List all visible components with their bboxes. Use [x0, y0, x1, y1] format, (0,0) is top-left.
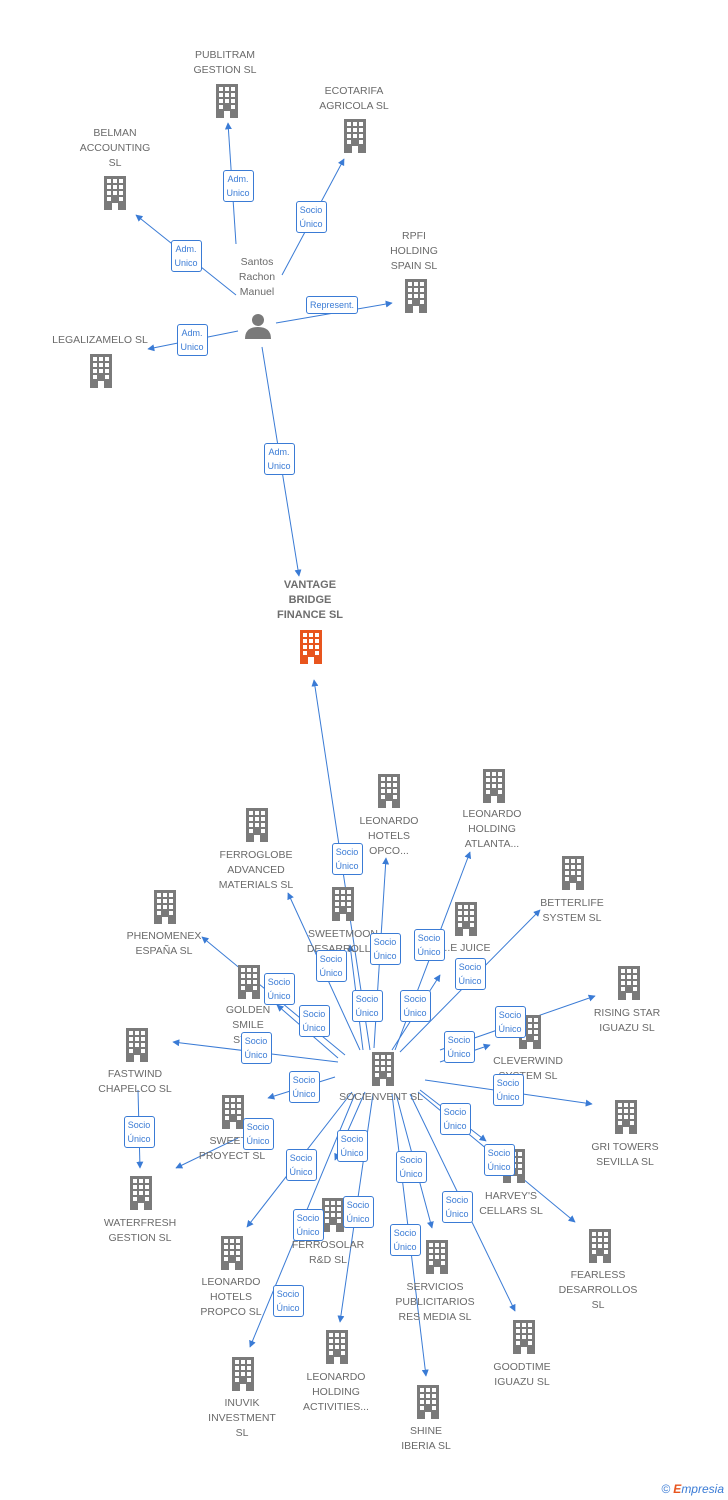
- brand-initial: E: [673, 1482, 682, 1496]
- company-name-ecotarifa[interactable]: ECOTARIFA AGRICOLA SL: [319, 85, 389, 112]
- company-icon-leonardo_propco[interactable]: [221, 1236, 243, 1270]
- company-name-leonardo_atlanta[interactable]: LEONARDO HOLDING ATLANTA...: [462, 808, 522, 850]
- company-name-servicios[interactable]: SERVICIOS PUBLICITARIOS RES MEDIA SL: [395, 1281, 475, 1323]
- company-name-leonardo_opco[interactable]: LEONARDO HOTELS OPCO...: [359, 815, 419, 857]
- company-name-fastwind[interactable]: FASTWIND CHAPELCO SL: [98, 1068, 172, 1095]
- focus-company-icon[interactable]: [300, 630, 322, 664]
- company-name-inuvik[interactable]: INUVIK INVESTMENT SL: [208, 1397, 276, 1439]
- company-name-ferrosolar[interactable]: FERROSOLAR R&D SL: [291, 1239, 365, 1266]
- relation-label: Adm. Unico: [263, 443, 295, 475]
- company-icon-leonardo_opco[interactable]: [378, 774, 400, 808]
- company-name-sweet_proyect[interactable]: SWEET... PROYECT SL: [198, 1135, 266, 1162]
- hub-company-icon[interactable]: [372, 1052, 394, 1086]
- company-icon-servicios[interactable]: [426, 1240, 448, 1274]
- copyright-symbol: ©: [661, 1482, 671, 1496]
- company-name-shine[interactable]: SHINE IBERIA SL: [401, 1425, 451, 1452]
- relation-label: Socio Único: [336, 1130, 368, 1162]
- relation-label: Socio Único: [331, 843, 363, 875]
- company-name-goodtime[interactable]: GOODTIME IGUAZU SL: [493, 1361, 551, 1388]
- company-icon-ferrosolar[interactable]: [322, 1198, 344, 1232]
- company-name-betterlife[interactable]: BETTERLIFE SYSTEM SL: [540, 897, 604, 924]
- company-icon-legalizamelo[interactable]: [90, 354, 112, 388]
- company-name-publitram[interactable]: PUBLITRAM GESTION SL: [193, 49, 257, 76]
- company-name-harveys[interactable]: HARVEY'S CELLARS SL: [479, 1190, 543, 1217]
- relation-label: Socio Único: [285, 1149, 317, 1181]
- company-name-gri[interactable]: GRI TOWERS SEVILLA SL: [591, 1141, 659, 1168]
- relation-label: Adm. Unico: [176, 324, 208, 356]
- company-icon-publitram[interactable]: [216, 84, 238, 118]
- relation-label: Socio Único: [292, 1209, 324, 1241]
- relation-label: Socio Único: [399, 990, 431, 1022]
- company-name-legalizamelo[interactable]: LEGALIZAMELO SL: [52, 334, 148, 346]
- relation-label: Socio Único: [413, 929, 445, 961]
- relation-label: Socio Único: [389, 1224, 421, 1256]
- company-name-ferroglobe[interactable]: FERROGLOBE ADVANCED MATERIALS SL: [218, 849, 294, 891]
- company-name-leonardo_propco[interactable]: LEONARDO HOTELS PROPCO SL: [200, 1276, 262, 1318]
- focus-company-name[interactable]: VANTAGE BRIDGE FINANCE SL: [277, 579, 343, 621]
- person-icon[interactable]: [245, 314, 271, 339]
- relation-label: Socio Único: [369, 933, 401, 965]
- company-icon-leonardo_atlanta[interactable]: [483, 769, 505, 803]
- hub-company-name[interactable]: SOCIENVENT SL: [339, 1091, 423, 1103]
- company-icon-juice[interactable]: [455, 902, 477, 936]
- company-name-waterfresh[interactable]: WATERFRESH GESTION SL: [103, 1217, 177, 1244]
- company-icon-rpfi[interactable]: [405, 279, 427, 313]
- relation-label: Socio Único: [298, 1005, 330, 1037]
- relation-label: Socio Único: [242, 1118, 274, 1150]
- company-icon-inuvik[interactable]: [232, 1357, 254, 1391]
- relation-label: Socio Único: [272, 1285, 304, 1317]
- relation-label: Socio Único: [123, 1116, 155, 1148]
- footer-brand: ©Empresia: [661, 1482, 724, 1496]
- relation-edge: [175, 1137, 239, 1169]
- relation-label: Socio Único: [492, 1074, 524, 1106]
- relation-label: Socio Único: [295, 201, 327, 233]
- company-name-belman[interactable]: BELMAN ACCOUNTING SL: [79, 127, 151, 169]
- company-icon-ferroglobe[interactable]: [246, 808, 268, 842]
- company-icon-sweetmoon[interactable]: [332, 887, 354, 921]
- company-icon-gri[interactable]: [615, 1100, 637, 1134]
- relation-label: Socio Único: [439, 1103, 471, 1135]
- company-name-cleverwind[interactable]: CLEVERWIND SYSTEM SL: [493, 1055, 563, 1082]
- company-icon-sweet_proyect[interactable]: [222, 1095, 244, 1129]
- relation-label: Socio Único: [454, 958, 486, 990]
- company-name-leonardo_activities[interactable]: LEONARDO HOLDING ACTIVITIES...: [303, 1371, 369, 1413]
- relation-label: Socio Único: [263, 973, 295, 1005]
- relation-label: Adm. Unico: [170, 240, 202, 272]
- company-icon-goodtime[interactable]: [513, 1320, 535, 1354]
- relation-label: Socio Único: [494, 1006, 526, 1038]
- relation-label: Socio Único: [443, 1031, 475, 1063]
- company-name-rpfi[interactable]: RPFI HOLDING SPAIN SL: [390, 230, 438, 272]
- company-name-phenomenex[interactable]: PHENOMENEX ESPAÑA SL: [126, 930, 202, 957]
- company-name-fearless[interactable]: FEARLESS DESARROLLOS SL: [558, 1269, 638, 1311]
- relation-label: Socio Único: [441, 1191, 473, 1223]
- company-name-rising[interactable]: RISING STAR IGUAZU SL: [593, 1007, 661, 1034]
- company-icon-betterlife[interactable]: [562, 856, 584, 890]
- relation-label: Represent.: [306, 296, 359, 314]
- nodes-layer: [90, 84, 640, 1419]
- company-icon-shine[interactable]: [417, 1385, 439, 1419]
- company-icon-fearless[interactable]: [589, 1229, 611, 1263]
- person-name[interactable]: Santos Rachon Manuel: [238, 256, 276, 298]
- relation-label: Socio Único: [351, 990, 383, 1022]
- company-icon-phenomenex[interactable]: [154, 890, 176, 924]
- company-icon-ecotarifa[interactable]: [344, 119, 366, 153]
- company-icon-rising[interactable]: [618, 966, 640, 1000]
- relation-label: Adm. Unico: [222, 170, 254, 202]
- company-icon-belman[interactable]: [104, 176, 126, 210]
- relation-label: Socio Único: [315, 950, 347, 982]
- relation-label: Socio Único: [342, 1196, 374, 1228]
- relation-label: Socio Único: [288, 1071, 320, 1103]
- company-icon-fastwind[interactable]: [126, 1028, 148, 1062]
- brand-name: mpresia: [681, 1482, 724, 1496]
- relation-label: Socio Único: [240, 1032, 272, 1064]
- company-icon-waterfresh[interactable]: [130, 1176, 152, 1210]
- relation-label: Socio Único: [483, 1144, 515, 1176]
- company-icon-leonardo_activities[interactable]: [326, 1330, 348, 1364]
- relation-label: Socio Único: [395, 1151, 427, 1183]
- company-icon-golden[interactable]: [238, 965, 260, 999]
